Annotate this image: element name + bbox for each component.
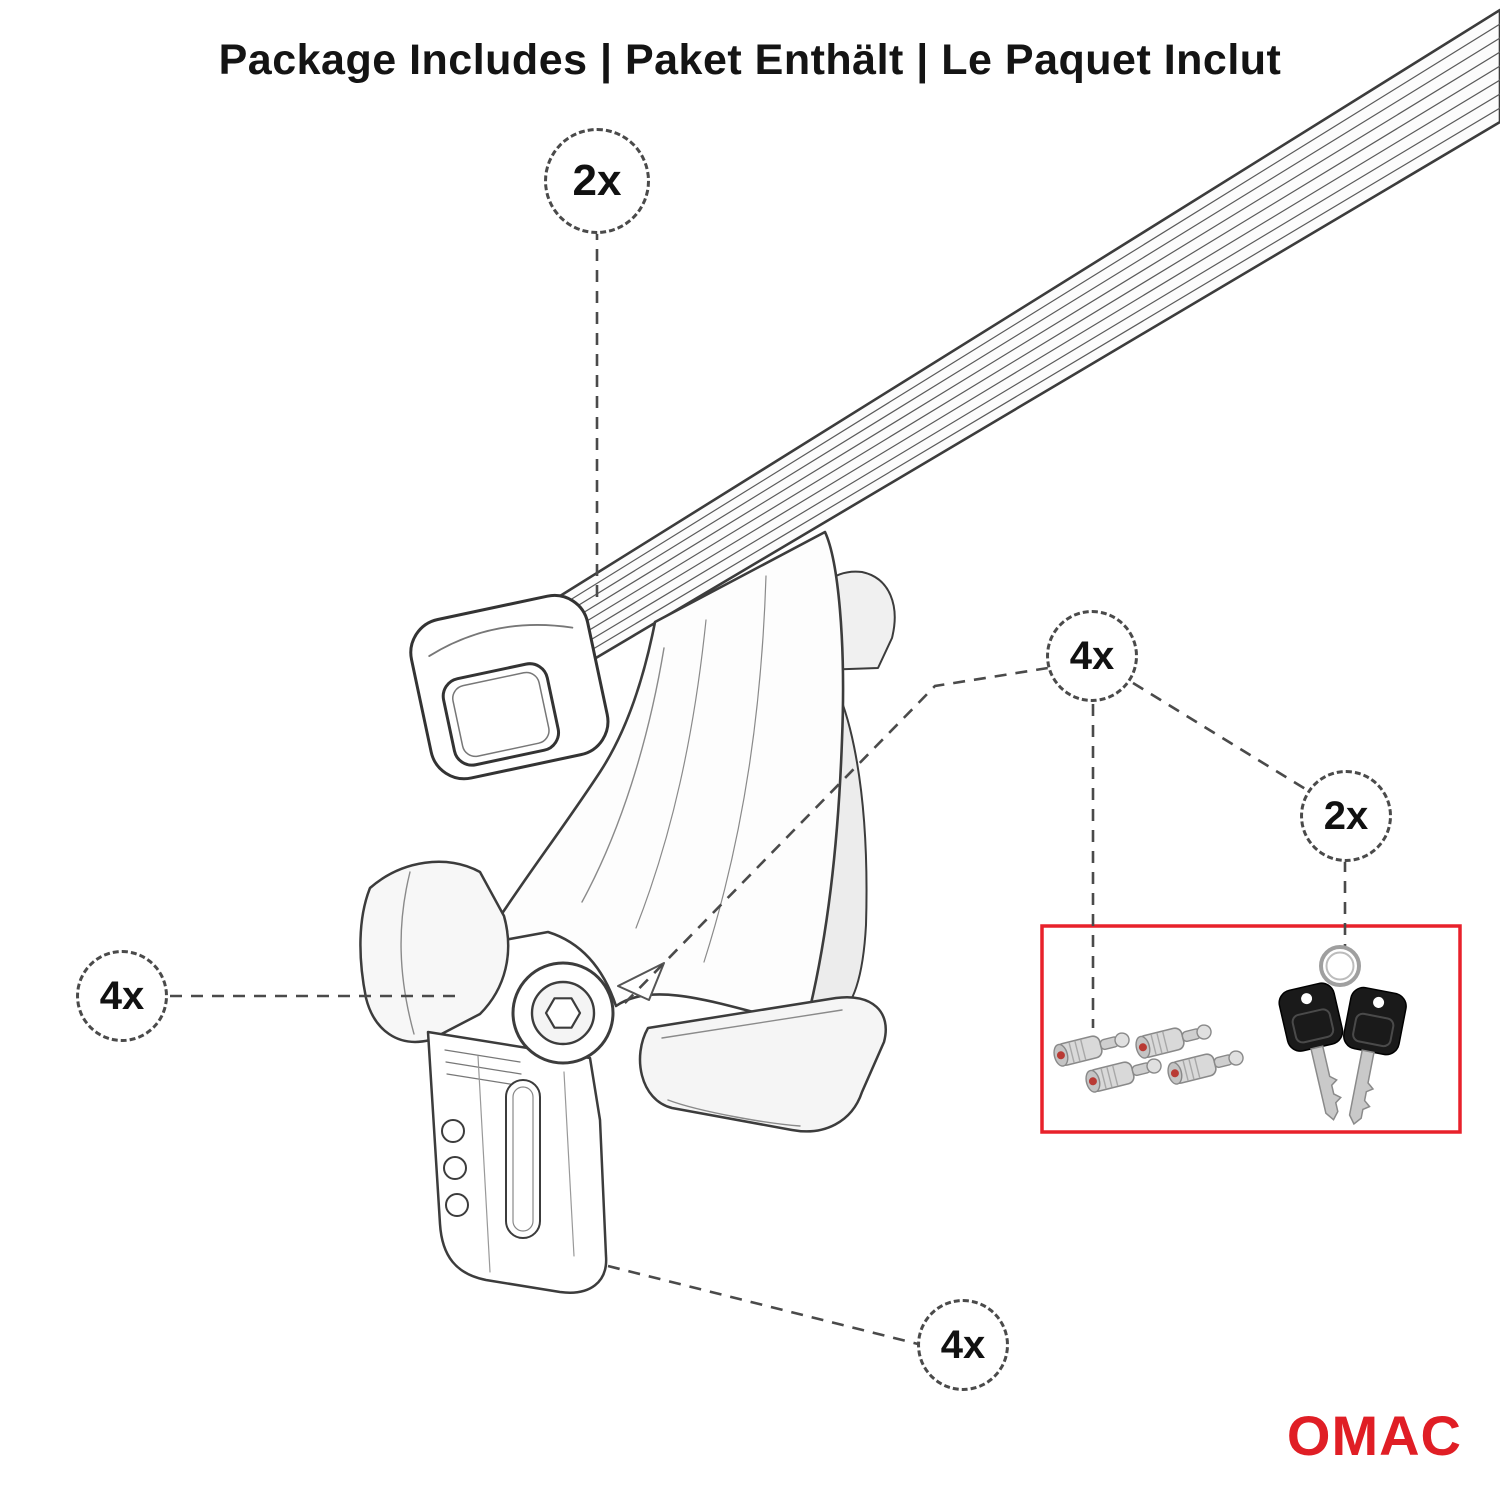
callout-crossbar-qty: 2x	[544, 128, 650, 234]
lower-clamp	[426, 1030, 608, 1294]
key-ring	[1319, 945, 1361, 987]
foot-base-pad	[638, 995, 887, 1133]
callout-clamp-qty: 4x	[917, 1299, 1009, 1391]
callout-foot-qty: 4x	[76, 950, 168, 1042]
foot-left-wing	[359, 860, 510, 1044]
leader-lockpin-to-keys	[1132, 681, 1308, 792]
crossbar	[523, 8, 1500, 702]
keys-image	[1275, 945, 1410, 1131]
callout-lockpin-qty: 4x	[1046, 610, 1138, 702]
foot-pointer-detail	[617, 962, 665, 1001]
callout-keys-qty: 2x	[1300, 770, 1392, 862]
leader-clamp	[607, 1264, 919, 1346]
roof-rack-drawing	[359, 8, 1500, 1294]
page-title: Package Includes | Paket Enthält | Le Pa…	[218, 36, 1282, 84]
brand-logo: OMAC	[1286, 1404, 1462, 1467]
foot-knob	[511, 961, 615, 1065]
leader-lines	[170, 228, 1347, 1346]
crossbar-end-cap	[409, 593, 610, 781]
leader-lockpin-to-knob	[619, 666, 1049, 1009]
mounting-foot	[480, 530, 845, 1020]
